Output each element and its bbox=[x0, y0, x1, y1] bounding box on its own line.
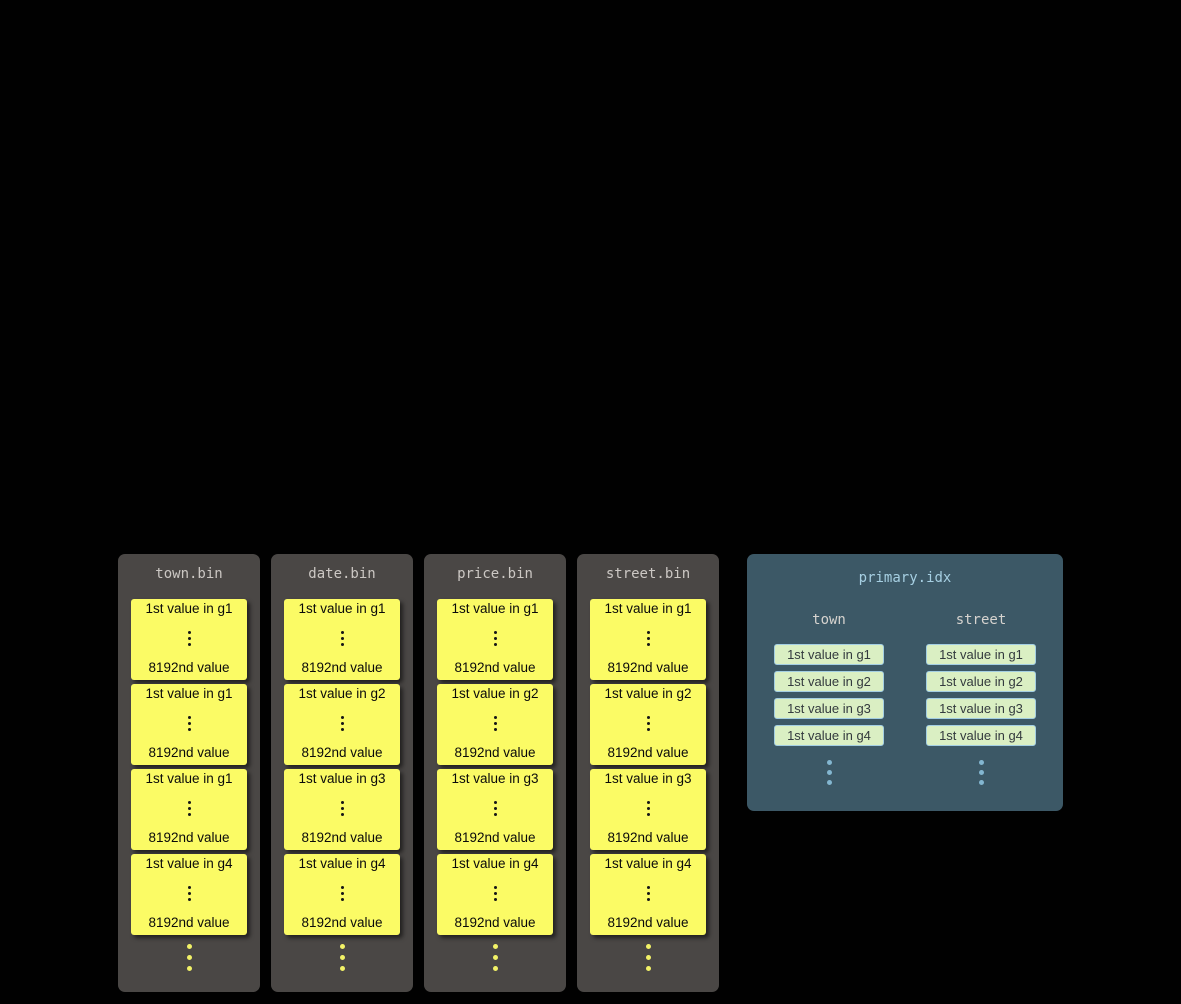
granule-first-value: 1st value in g4 bbox=[298, 856, 386, 871]
index-column-street: street 1st value in g1 1st value in g2 1… bbox=[926, 612, 1036, 785]
granule-cards: 1st value in g1 8192nd value 1st value i… bbox=[590, 599, 706, 935]
granule-card: 1st value in g1 8192nd value bbox=[284, 599, 400, 680]
index-entry-chip: 1st value in g4 bbox=[926, 725, 1036, 746]
granule-cards: 1st value in g1 8192nd value 1st value i… bbox=[437, 599, 553, 935]
vertical-ellipsis-icon bbox=[187, 886, 191, 901]
vertical-ellipsis-icon bbox=[340, 886, 344, 901]
index-entry-chip: 1st value in g3 bbox=[774, 698, 884, 719]
index-column-town: town 1st value in g1 1st value in g2 1st… bbox=[774, 612, 884, 785]
granule-first-value: 1st value in g2 bbox=[451, 686, 539, 701]
more-entries-ellipsis-icon bbox=[978, 760, 984, 785]
granule-card: 1st value in g2 8192nd value bbox=[437, 684, 553, 765]
granule-first-value: 1st value in g3 bbox=[604, 771, 692, 786]
vertical-ellipsis-icon bbox=[493, 886, 497, 901]
granule-card: 1st value in g4 8192nd value bbox=[437, 854, 553, 935]
index-entry-chip: 1st value in g2 bbox=[774, 671, 884, 692]
vertical-ellipsis-icon bbox=[340, 801, 344, 816]
granule-card: 1st value in g3 8192nd value bbox=[284, 769, 400, 850]
granule-first-value: 1st value in g1 bbox=[145, 686, 233, 701]
primary-index-columns: town 1st value in g1 1st value in g2 1st… bbox=[747, 586, 1063, 785]
granule-card: 1st value in g4 8192nd value bbox=[590, 854, 706, 935]
granule-first-value: 1st value in g1 bbox=[145, 771, 233, 786]
granule-last-value: 8192nd value bbox=[607, 745, 689, 760]
more-entries-ellipsis-icon bbox=[826, 760, 832, 785]
more-granules-ellipsis-icon bbox=[492, 944, 498, 971]
vertical-ellipsis-icon bbox=[187, 631, 191, 646]
granule-last-value: 8192nd value bbox=[148, 660, 230, 675]
granule-last-value: 8192nd value bbox=[454, 660, 536, 675]
index-column-header: town bbox=[812, 612, 846, 628]
granule-first-value: 1st value in g2 bbox=[298, 686, 386, 701]
granule-first-value: 1st value in g2 bbox=[604, 686, 692, 701]
granule-card: 1st value in g1 8192nd value bbox=[437, 599, 553, 680]
vertical-ellipsis-icon bbox=[646, 886, 650, 901]
granule-first-value: 1st value in g3 bbox=[451, 771, 539, 786]
granule-last-value: 8192nd value bbox=[454, 830, 536, 845]
granule-card: 1st value in g3 8192nd value bbox=[590, 769, 706, 850]
granule-first-value: 1st value in g1 bbox=[145, 601, 233, 616]
index-entry-chip: 1st value in g2 bbox=[926, 671, 1036, 692]
bin-file-title: price.bin bbox=[457, 566, 533, 582]
vertical-ellipsis-icon bbox=[187, 801, 191, 816]
index-entry-chip: 1st value in g1 bbox=[926, 644, 1036, 665]
index-entry-chip: 1st value in g4 bbox=[774, 725, 884, 746]
vertical-ellipsis-icon bbox=[340, 716, 344, 731]
granule-card: 1st value in g2 8192nd value bbox=[284, 684, 400, 765]
granule-last-value: 8192nd value bbox=[607, 660, 689, 675]
granule-first-value: 1st value in g4 bbox=[604, 856, 692, 871]
granule-cards: 1st value in g1 8192nd value 1st value i… bbox=[131, 599, 247, 935]
vertical-ellipsis-icon bbox=[646, 631, 650, 646]
bin-files-row: town.bin 1st value in g1 8192nd value 1s… bbox=[118, 554, 719, 992]
bin-file-title: date.bin bbox=[308, 566, 376, 582]
granule-card: 1st value in g1 8192nd value bbox=[131, 599, 247, 680]
vertical-ellipsis-icon bbox=[646, 716, 650, 731]
bin-file-title: street.bin bbox=[605, 566, 691, 582]
granule-last-value: 8192nd value bbox=[148, 830, 230, 845]
granule-card: 1st value in g3 8192nd value bbox=[437, 769, 553, 850]
granule-card: 1st value in g1 8192nd value bbox=[590, 599, 706, 680]
granule-last-value: 8192nd value bbox=[607, 915, 689, 930]
granule-first-value: 1st value in g4 bbox=[451, 856, 539, 871]
bin-file-panel-date: date.bin 1st value in g1 8192nd value 1s… bbox=[271, 554, 413, 992]
granule-cards: 1st value in g1 8192nd value 1st value i… bbox=[284, 599, 400, 935]
vertical-ellipsis-icon bbox=[493, 801, 497, 816]
vertical-ellipsis-icon bbox=[187, 716, 191, 731]
granule-last-value: 8192nd value bbox=[148, 745, 230, 760]
granule-first-value: 1st value in g1 bbox=[298, 601, 386, 616]
granule-last-value: 8192nd value bbox=[454, 915, 536, 930]
vertical-ellipsis-icon bbox=[493, 631, 497, 646]
granule-last-value: 8192nd value bbox=[301, 745, 383, 760]
granule-first-value: 1st value in g1 bbox=[604, 601, 692, 616]
granule-first-value: 1st value in g3 bbox=[298, 771, 386, 786]
granule-last-value: 8192nd value bbox=[454, 745, 536, 760]
granule-first-value: 1st value in g4 bbox=[145, 856, 233, 871]
granule-last-value: 8192nd value bbox=[148, 915, 230, 930]
granule-card: 1st value in g4 8192nd value bbox=[284, 854, 400, 935]
primary-index-title: primary.idx bbox=[858, 570, 952, 586]
more-granules-ellipsis-icon bbox=[339, 944, 345, 971]
vertical-ellipsis-icon bbox=[340, 631, 344, 646]
granule-last-value: 8192nd value bbox=[301, 915, 383, 930]
granule-card: 1st value in g1 8192nd value bbox=[131, 684, 247, 765]
granule-last-value: 8192nd value bbox=[607, 830, 689, 845]
bin-file-panel-town: town.bin 1st value in g1 8192nd value 1s… bbox=[118, 554, 260, 992]
granule-card: 1st value in g2 8192nd value bbox=[590, 684, 706, 765]
index-entry-chip: 1st value in g3 bbox=[926, 698, 1036, 719]
granule-first-value: 1st value in g1 bbox=[451, 601, 539, 616]
granule-card: 1st value in g4 8192nd value bbox=[131, 854, 247, 935]
bin-file-panel-street: street.bin 1st value in g1 8192nd value … bbox=[577, 554, 719, 992]
index-entry-chip: 1st value in g1 bbox=[774, 644, 884, 665]
granule-last-value: 8192nd value bbox=[301, 660, 383, 675]
bin-file-panel-price: price.bin 1st value in g1 8192nd value 1… bbox=[424, 554, 566, 992]
bin-file-title: town.bin bbox=[155, 566, 223, 582]
granule-last-value: 8192nd value bbox=[301, 830, 383, 845]
index-column-header: street bbox=[955, 612, 1007, 628]
vertical-ellipsis-icon bbox=[646, 801, 650, 816]
more-granules-ellipsis-icon bbox=[186, 944, 192, 971]
granule-card: 1st value in g1 8192nd value bbox=[131, 769, 247, 850]
primary-index-panel: primary.idx town 1st value in g1 1st val… bbox=[747, 554, 1063, 811]
more-granules-ellipsis-icon bbox=[645, 944, 651, 971]
vertical-ellipsis-icon bbox=[493, 716, 497, 731]
